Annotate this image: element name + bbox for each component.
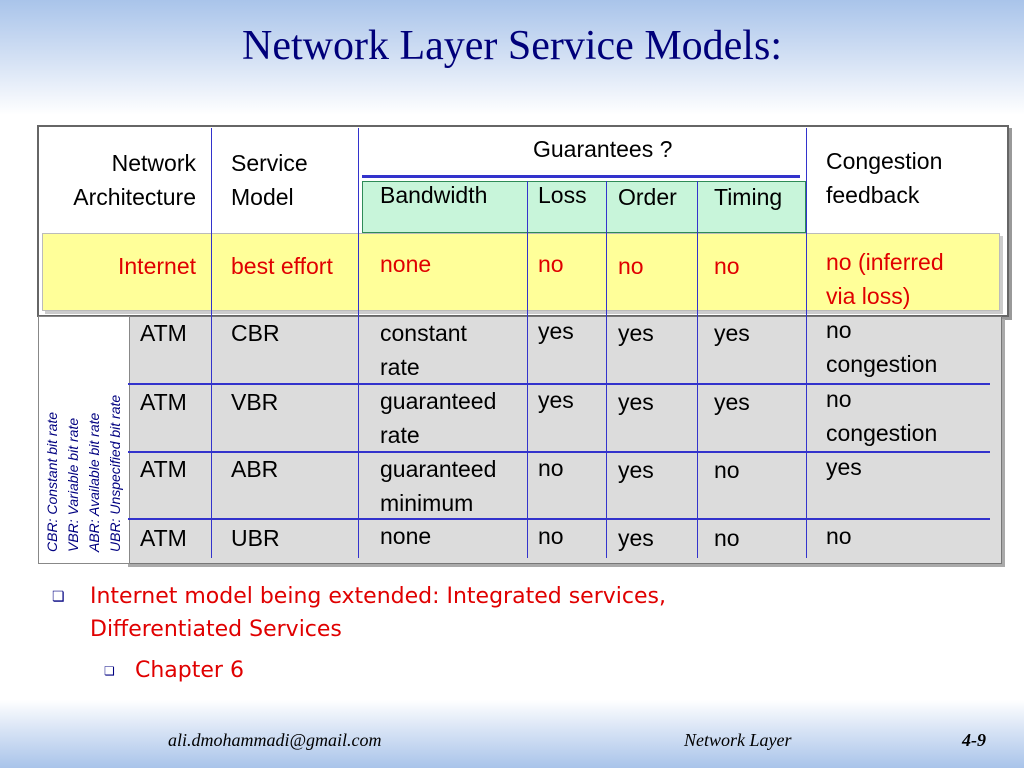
internet-arch: Internet	[118, 253, 196, 279]
note-integrated-services: Internet model being extended: Integrate…	[90, 580, 666, 646]
atm-arch: ATM	[140, 456, 187, 482]
cell-line: guaranteed	[380, 456, 497, 482]
atm-order: yes	[618, 457, 654, 483]
cell-line: no (inferred	[826, 249, 944, 275]
cell-line: rate	[380, 422, 420, 448]
header-network-architecture: Network Architecture	[44, 146, 196, 214]
internet-timing: no	[714, 253, 740, 279]
cell-line: no	[826, 317, 852, 343]
checkbox-bullet-icon: ❏	[52, 588, 65, 604]
cell-line: congestion	[826, 420, 938, 446]
header-timing: Timing	[714, 184, 783, 210]
header-guarantees: Guarantees ?	[533, 136, 673, 162]
guarantees-band	[362, 181, 806, 233]
footer-email: ali.dmohammadi@gmail.com	[168, 730, 382, 750]
top-gradient	[0, 0, 1024, 115]
internet-row-background	[42, 233, 1000, 311]
guarantees-divider	[362, 175, 800, 178]
col-divider	[606, 181, 607, 558]
atm-loss: yes	[538, 387, 574, 413]
col-divider	[806, 128, 807, 558]
footer-title: Network Layer	[684, 730, 792, 750]
atm-arch: ATM	[140, 320, 187, 346]
abbreviation-box	[38, 316, 130, 564]
note-chapter: Chapter 6	[135, 658, 244, 683]
header-congestion-feedback: Congestion feedback	[826, 144, 942, 212]
header-loss: Loss	[538, 182, 587, 208]
atm-congestion: yes	[826, 454, 862, 480]
internet-loss: no	[538, 251, 564, 277]
atm-arch: ATM	[140, 525, 187, 551]
col-divider	[697, 181, 698, 558]
cell-line: via loss)	[826, 283, 911, 309]
atm-congestion: no congestion	[826, 382, 937, 450]
bottom-gradient	[0, 700, 1024, 768]
col-divider	[211, 128, 212, 558]
cell-line: constant	[380, 320, 467, 346]
atm-rows-background	[125, 316, 1002, 564]
header-line: Service	[231, 150, 308, 176]
cell-line: rate	[380, 354, 420, 380]
internet-congestion: no (inferred via loss)	[826, 245, 944, 313]
header-line: Network	[111, 150, 196, 176]
abbreviation-line: UBR: Unspecified bit rate	[107, 394, 123, 552]
abbreviation-line: ABR: Available bit rate	[86, 412, 102, 552]
internet-bandwidth: none	[380, 251, 432, 277]
header-line: Congestion	[826, 148, 943, 174]
atm-order: yes	[618, 525, 654, 551]
col-divider	[358, 128, 359, 558]
atm-bandwidth: none	[380, 523, 432, 549]
atm-model: ABR	[231, 456, 279, 482]
atm-loss: no	[538, 523, 564, 549]
header-bandwidth: Bandwidth	[380, 182, 488, 208]
atm-model: CBR	[231, 320, 280, 346]
atm-congestion: no congestion	[826, 313, 937, 381]
atm-timing: no	[714, 457, 740, 483]
note-line: Internet model being extended: Integrate…	[90, 584, 666, 609]
atm-loss: no	[538, 455, 564, 481]
atm-bandwidth: constant rate	[380, 316, 467, 384]
header-line: Architecture	[73, 184, 196, 210]
header-line: feedback	[826, 182, 920, 208]
abbreviation-line: CBR: Constant bit rate	[44, 411, 60, 552]
col-divider	[527, 181, 528, 558]
atm-timing: yes	[714, 389, 750, 415]
row-divider	[128, 518, 990, 520]
cell-line: minimum	[380, 490, 474, 516]
atm-arch: ATM	[140, 389, 187, 415]
atm-order: yes	[618, 320, 654, 346]
abbreviation-line: VBR: Variable bit rate	[65, 417, 81, 552]
internet-model: best effort	[231, 253, 333, 279]
cell-line: no	[826, 386, 852, 412]
checkbox-bullet-icon: ❏	[104, 664, 115, 678]
cell-line: guaranteed	[380, 388, 497, 414]
atm-timing: no	[714, 525, 740, 551]
atm-model: UBR	[231, 525, 280, 551]
atm-bandwidth: guaranteed rate	[380, 384, 496, 452]
internet-order: no	[618, 253, 644, 279]
slide-title: Network Layer Service Models:	[242, 23, 782, 69]
header-service-model: Service Model	[231, 146, 308, 214]
atm-bandwidth: guaranteed minimum	[380, 452, 496, 520]
row-divider	[128, 451, 990, 453]
row-divider	[128, 383, 990, 385]
atm-loss: yes	[538, 318, 574, 344]
atm-timing: yes	[714, 320, 750, 346]
abbreviation-legend: CBR: Constant bit rate VBR: Variable bit…	[42, 312, 126, 552]
cell-line: congestion	[826, 351, 938, 377]
header-line: Model	[231, 184, 294, 210]
header-order: Order	[618, 184, 677, 210]
note-line: Differentiated Services	[90, 617, 342, 642]
page-number: 4-9	[962, 730, 986, 750]
atm-model: VBR	[231, 389, 279, 415]
atm-order: yes	[618, 389, 654, 415]
atm-congestion: no	[826, 523, 852, 549]
